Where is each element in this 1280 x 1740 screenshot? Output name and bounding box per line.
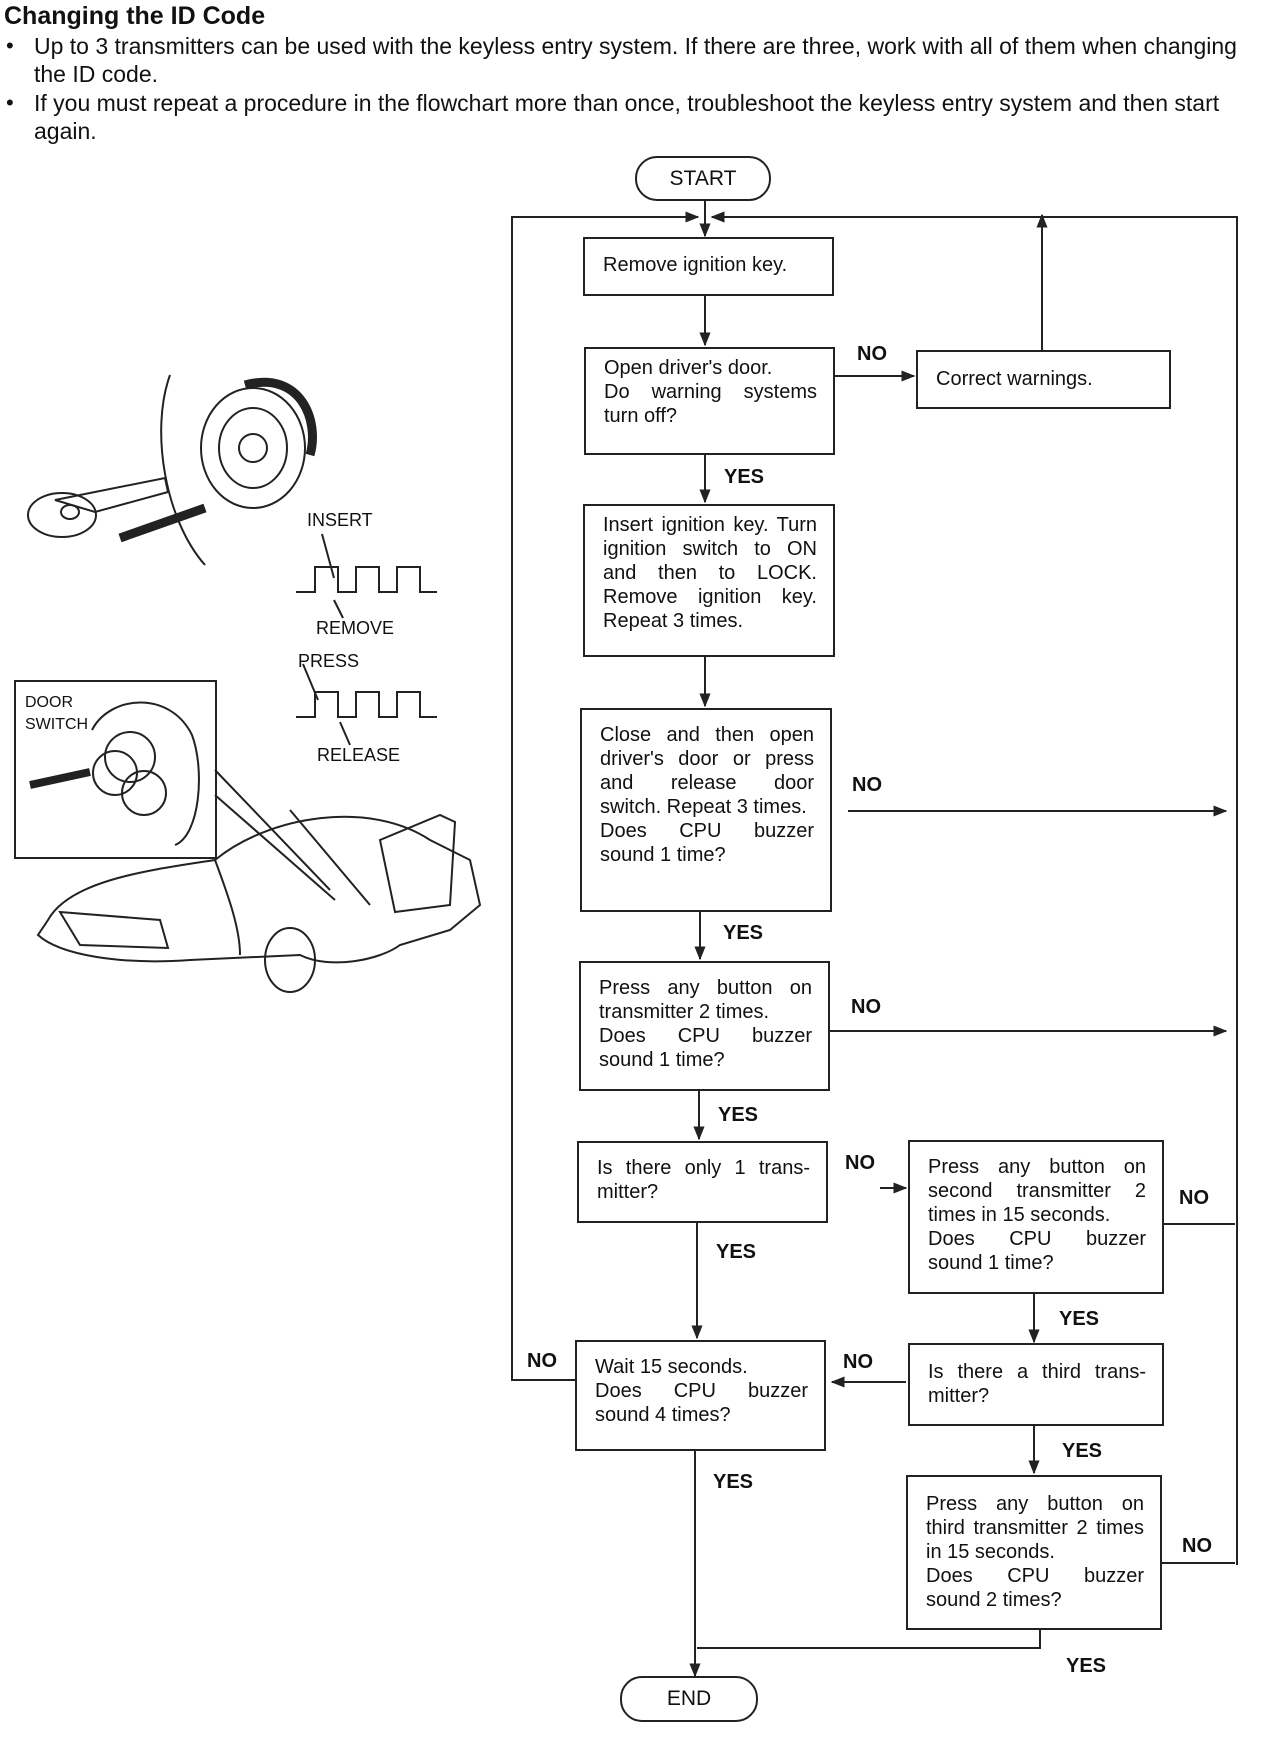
no-label: NO (857, 343, 887, 365)
door-switch-label: DOOR SWITCH (25, 694, 89, 733)
arrow-third-yes (697, 1630, 1041, 1649)
yes-label: YES (718, 1104, 759, 1126)
step-correct-warnings: Correct warnings. (916, 350, 1171, 409)
arrow-right-return (710, 211, 1238, 1565)
step-third-question: Is there a third trans-mitter? (908, 1343, 1164, 1426)
door-switch-icon (104, 731, 156, 783)
press-label: PRESS (298, 651, 360, 671)
instruction-item: Up to 3 transmitters can be used with th… (0, 32, 1270, 88)
rotate-arrow-icon (243, 377, 317, 457)
no-label: NO (851, 996, 881, 1018)
step-insert-key: Insert ignition key. Turn ignition switc… (583, 504, 835, 657)
open-door-icon (378, 813, 457, 914)
page-title: Changing the ID Code (4, 2, 266, 30)
car-body-icon (36, 815, 482, 964)
insert-arrow-icon (118, 503, 207, 543)
yes-label: YES (1066, 1655, 1107, 1677)
remove-label: REMOVE (316, 618, 395, 638)
door-switch-inset (14, 680, 217, 859)
press-arrow-icon (29, 768, 91, 789)
no-label: NO (1182, 1535, 1212, 1557)
no-label: NO (527, 1350, 557, 1372)
yes-label: YES (716, 1241, 757, 1263)
step-only-one-transmitter: Is there only 1 trans-mitter? (577, 1141, 828, 1223)
instruction-item: If you must repeat a procedure in the fl… (0, 89, 1270, 145)
step-open-door: Open driver's door. Do warning systems t… (584, 347, 835, 455)
step-remove-key: Remove ignition key. (583, 237, 834, 296)
no-label: NO (843, 1351, 873, 1373)
yes-label: YES (724, 466, 765, 488)
no-label: NO (852, 774, 882, 796)
no-label: NO (1179, 1187, 1209, 1209)
instruction-list: Up to 3 transmitters can be used with th… (0, 32, 1270, 146)
release-label: RELEASE (317, 745, 401, 765)
step-press-button: Press any button on transmitter 2 times.… (579, 961, 830, 1091)
step-second-transmitter: Press any button on second transmitter 2… (908, 1140, 1164, 1294)
start-terminal: START (635, 156, 771, 201)
yes-label: YES (1062, 1440, 1103, 1462)
ignition-illustration (27, 374, 317, 566)
yes-label: YES (713, 1471, 754, 1493)
arrow-wait-no-loop (511, 211, 700, 1381)
car-illustration (14, 680, 482, 993)
pulse-waveforms (296, 533, 437, 746)
end-terminal: END (620, 1676, 758, 1722)
no-label: NO (845, 1152, 875, 1174)
insert-label: INSERT (307, 510, 373, 530)
step-third-transmitter: Press any button on third transmitter 2 … (906, 1475, 1162, 1630)
ignition-cylinder-icon (200, 387, 306, 509)
key-icon (54, 476, 170, 514)
yes-label: YES (1059, 1308, 1100, 1330)
yes-label: YES (723, 922, 764, 944)
step-close-door: Close and then open driver's door or pre… (580, 708, 832, 912)
step-wait-15-seconds: Wait 15 seconds. Does CPU buzzer sound 4… (575, 1340, 826, 1451)
